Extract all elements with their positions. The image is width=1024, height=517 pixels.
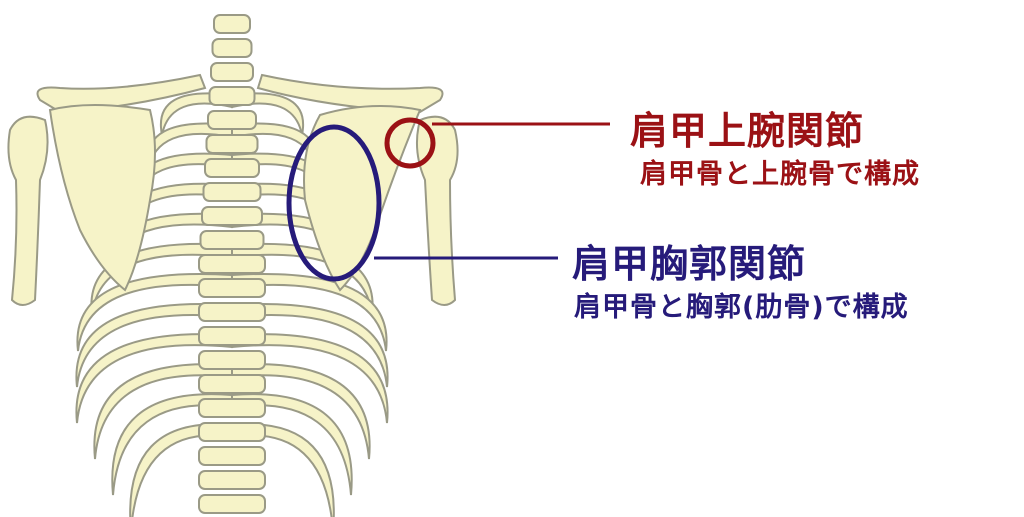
vertebra bbox=[198, 254, 266, 274]
right-humerus bbox=[415, 115, 459, 306]
left-scapula bbox=[48, 104, 156, 292]
vertebra bbox=[198, 422, 266, 442]
vertebra bbox=[198, 494, 266, 514]
vertebra bbox=[202, 182, 262, 202]
vertebra bbox=[204, 158, 260, 178]
scapulothoracic-joint-title: 肩甲胸郭関節 bbox=[572, 242, 807, 286]
rib bbox=[129, 423, 233, 517]
vertebra bbox=[205, 134, 259, 154]
vertebra bbox=[198, 278, 266, 298]
rib bbox=[93, 363, 233, 460]
rib bbox=[75, 333, 233, 424]
vertebra bbox=[198, 374, 266, 394]
spine bbox=[198, 14, 266, 514]
vertebra bbox=[199, 230, 265, 250]
vertebra bbox=[211, 38, 253, 58]
rib bbox=[231, 303, 389, 388]
scapulothoracic-joint-marker bbox=[286, 124, 382, 282]
vertebra bbox=[210, 62, 254, 82]
glenohumeral-joint-subtitle: 肩甲骨と上腕骨で構成 bbox=[640, 159, 920, 190]
vertebra bbox=[198, 326, 266, 346]
right-clavicle bbox=[256, 73, 444, 114]
vertebra bbox=[198, 398, 266, 418]
vertebra bbox=[198, 446, 266, 466]
vertebra bbox=[198, 470, 266, 490]
rib bbox=[76, 273, 233, 352]
rib bbox=[231, 363, 371, 460]
rib bbox=[231, 423, 335, 517]
left-humerus bbox=[7, 115, 49, 306]
rib bbox=[111, 393, 233, 496]
vertebra bbox=[198, 302, 266, 322]
vertebra bbox=[198, 350, 266, 370]
vertebra bbox=[207, 110, 257, 130]
glenohumeral-joint-title: 肩甲上腕関節 bbox=[630, 109, 865, 153]
rib bbox=[231, 393, 353, 496]
vertebra bbox=[213, 14, 251, 34]
rib bbox=[231, 333, 389, 424]
rib bbox=[231, 273, 388, 352]
glenohumeral-joint-marker bbox=[384, 117, 436, 169]
vertebra bbox=[208, 86, 256, 106]
vertebra bbox=[201, 206, 263, 226]
scapulothoracic-joint-subtitle: 肩甲骨と胸郭(肋骨)で構成 bbox=[574, 292, 909, 323]
rib bbox=[75, 303, 233, 388]
